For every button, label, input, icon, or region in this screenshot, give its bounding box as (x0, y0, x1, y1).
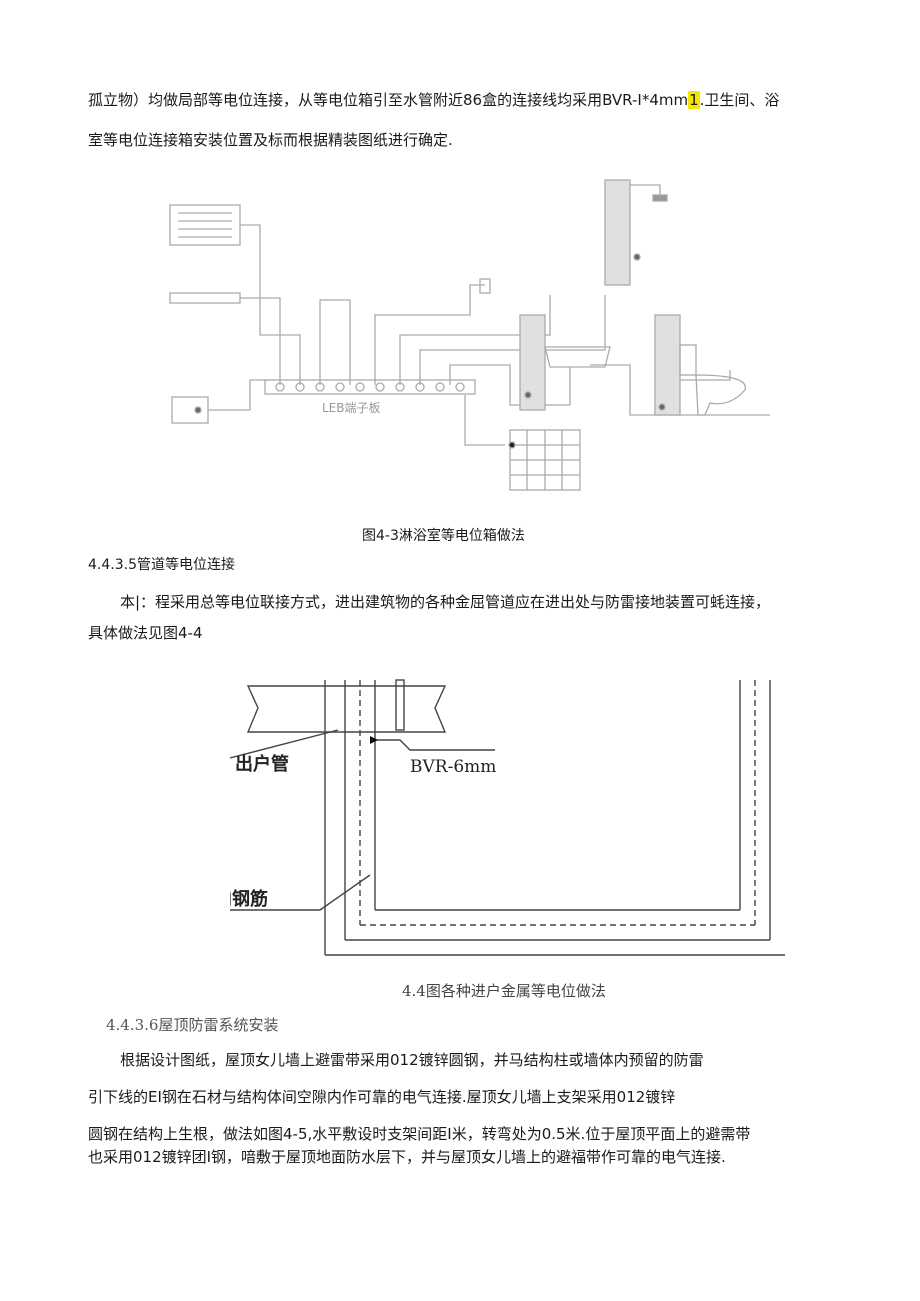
figure-4-3: LEB端子板 (150, 175, 770, 495)
section-4435-line2: 具体做法见图4-4 (88, 624, 203, 642)
label-rebar: 建筑物内钢筋 (230, 888, 268, 910)
label-bvr: BVR-6mm (410, 757, 496, 777)
figure-4-3-caption: 图4-3淋浴室等电位箱做法 (362, 528, 525, 544)
heater-box (169, 204, 241, 246)
section-4436-line3: 圆钢在结构上生根，做法如图4-5,水平敷设时支架间距I米，转弯处为0.5米.位于… (88, 1125, 751, 1143)
figure-4-3-diagram: LEB端子板 (169, 179, 770, 491)
leb-label: LEB端子板 (322, 401, 381, 415)
figure-4-4-caption: 4.4图各种进户金属等电位做法 (402, 982, 606, 1000)
toilet-wall (654, 314, 681, 416)
label-pipe: 出户管 (235, 753, 289, 775)
shower-wall (604, 179, 631, 286)
leb-terminal-strip (264, 379, 476, 395)
section-4436-line2: 引下线的EI钢在石材与结构体间空隙内作可靠的电气连接.屋顶女儿墙上支架采用012… (88, 1088, 676, 1106)
section-4436-heading: 4.4.3.6屋顶防雷系统安装 (106, 1016, 279, 1034)
section-4435-line1: 本|：程采用总等电位联接方式，进出建筑物的各种金屈管道应在进出处与防雷接地装置可… (120, 593, 771, 611)
para1-line2: 室等电位连接箱安装位置及标而根据精装图纸进行确定. (88, 131, 453, 149)
para1-line1-tail: .卫生间、浴 (699, 91, 780, 109)
section-4436-line1: 根据设计图纸，屋顶女儿墙上避雷带采用012镀锌圆钢，并马结构柱或墙体内预留的防雷 (120, 1051, 704, 1069)
highlighted-text: 1 (688, 91, 700, 109)
para1-line1: 孤立物）均做局部等电位连接，从等电位箱引至水管附近86盒的连接线均采用BVR-I… (88, 90, 779, 110)
metal-box (479, 278, 491, 294)
para1-line1-text: 孤立物）均做局部等电位连接，从等电位箱引至水管附近86盒的连接线均采用BVR-I… (88, 91, 689, 109)
figure-4-4-diagram: 出户管 BVR-6mm 建筑物内钢筋 (230, 679, 785, 956)
section-4435-heading: 4.4.3.5管道等电位连接 (88, 557, 235, 573)
drain-box (171, 396, 209, 424)
rail-box (169, 292, 241, 304)
section-4436-line4: 也采用012镀锌团I钢，喑敷于屋顶地面防水层下，并与屋顶女儿墙上的避福带作可靠的… (88, 1148, 726, 1166)
figure-4-4: 出户管 BVR-6mm 建筑物内钢筋 (230, 670, 790, 965)
pipe-clamp (395, 679, 405, 731)
sink-wall (519, 314, 546, 411)
pipe-shape (246, 685, 447, 733)
